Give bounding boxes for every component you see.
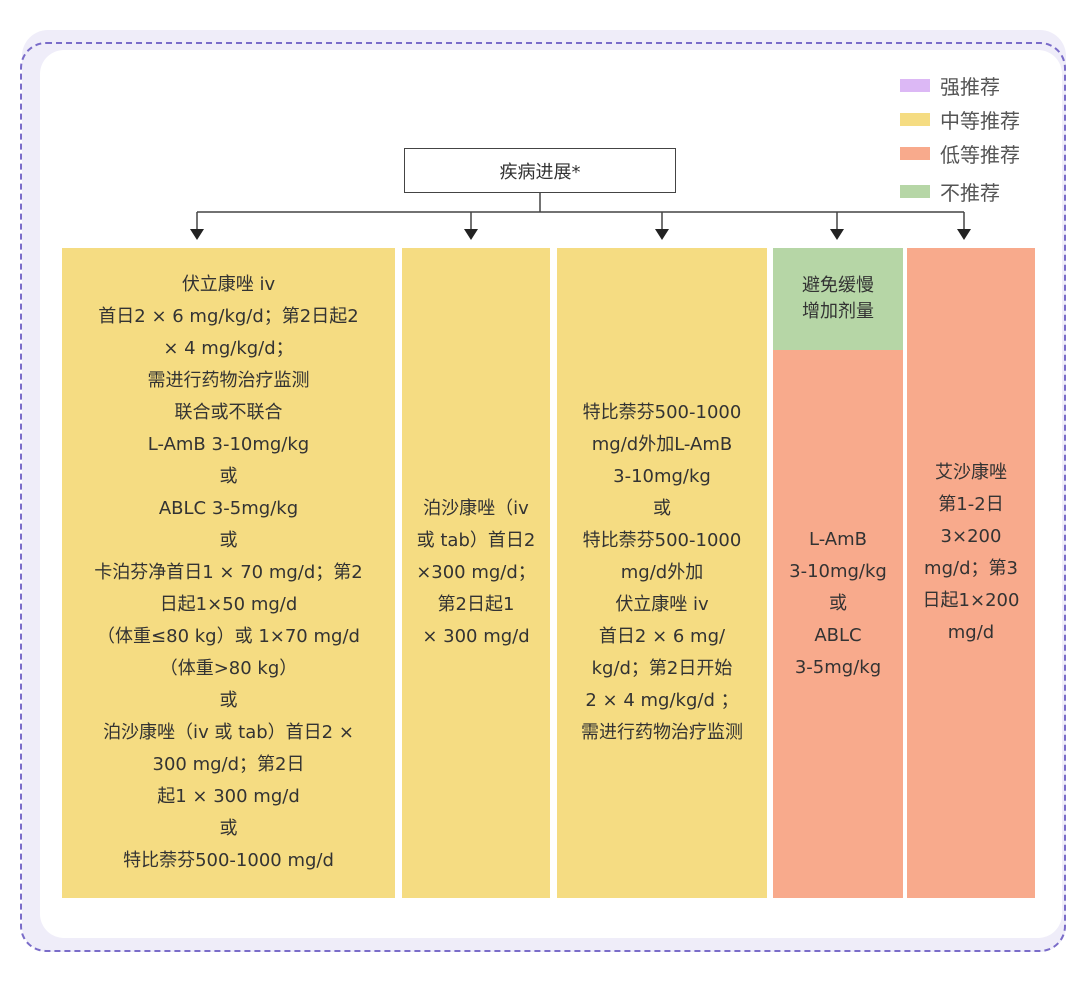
treatment-line: 卡泊芬净首日1 × 70 mg/d；第2: [94, 562, 363, 583]
treatment-line: （体重≤80 kg）或 1×70 mg/d: [97, 626, 360, 647]
treatment-line: 增加剂量: [802, 301, 874, 322]
treatment-line: 首日2 × 6 mg/: [598, 626, 726, 647]
column-4-note: 避免缓慢增加剂量: [773, 248, 903, 350]
legend-item: 不推荐: [900, 174, 1020, 208]
treatment-line: 或: [219, 466, 238, 487]
legend: 强推荐中等推荐低等推荐不推荐: [900, 68, 1020, 208]
treatment-line: 伏立康唑 iv: [615, 594, 709, 615]
arrow-head-icon: [830, 229, 844, 240]
treatment-line: mg/d: [947, 622, 995, 643]
legend-swatch: [900, 112, 930, 126]
treatment-line: 日起1×200: [922, 590, 1020, 611]
legend-swatch: [900, 184, 930, 198]
treatment-line: 2 × 4 mg/kg/d ；: [585, 690, 739, 711]
treatment-line: 第2日起1: [437, 594, 515, 615]
treatment-line: 泊沙康唑（iv 或 tab）首日2 ×: [103, 722, 354, 743]
treatment-line: 或: [219, 690, 238, 711]
dashed-border: [20, 42, 1066, 952]
treatment-line: mg/d外加L-AmB: [591, 434, 733, 455]
treatment-line: 或: [219, 818, 238, 839]
treatment-line: 泊沙康唑（iv: [423, 498, 529, 519]
treatment-line: 避免缓慢: [802, 275, 874, 296]
column-5: 艾沙康唑第1-2日 3×200 mg/d；第3 日起1×200 mg/d: [907, 248, 1035, 898]
treatment-line: 300 mg/d；第2日: [152, 754, 305, 775]
treatment-line: mg/d；第3: [924, 558, 1018, 579]
treatment-line: 伏立康唑 iv: [181, 274, 276, 295]
treatment-line: 或: [219, 530, 238, 551]
legend-swatch: [900, 78, 930, 92]
treatment-line: 需进行药物治疗监测: [147, 370, 310, 391]
treatment-line: 日起1×50 mg/d: [159, 594, 298, 615]
treatment-line: 或 tab）首日2: [416, 530, 536, 551]
treatment-line: 3-10mg/kg: [789, 561, 887, 582]
treatment-line: kg/d；第2日开始: [591, 658, 733, 679]
treatment-line: ABLC: [814, 625, 862, 646]
treatment-line: 第1-2日: [938, 494, 1004, 515]
root-node: 疾病进展*: [404, 148, 676, 193]
column-1: 伏立康唑 iv 首日2 × 6 mg/kg/d；第2日起2 × 4 mg/kg/d；…: [62, 248, 395, 898]
treatment-line: ABLC 3-5mg/kg: [158, 498, 299, 519]
arrow-head-icon: [957, 229, 971, 240]
treatment-line: 首日2 × 6 mg/kg/d；第2日起2: [98, 306, 359, 327]
column-2: 泊沙康唑（iv 或 tab）首日2 ×300 mg/d； 第2日起1 × 300 mg/…: [402, 248, 550, 898]
treatment-line: 起1 × 300 mg/d: [157, 786, 300, 807]
legend-item: 中等推荐: [900, 102, 1020, 136]
arrow-head-icon: [464, 229, 478, 240]
treatment-line: × 4 mg/kg/d；: [163, 338, 294, 359]
treatment-line: ×300 mg/d；: [416, 562, 536, 583]
arrow-head-icon: [190, 229, 204, 240]
treatment-line: 3×200: [940, 526, 1002, 547]
legend-label: 中等推荐: [940, 108, 1020, 133]
legend-label: 强推荐: [940, 74, 1000, 99]
treatment-line: 或: [829, 593, 847, 614]
treatment-line: mg/d外加: [620, 562, 704, 583]
legend-item: 强推荐: [900, 68, 1020, 102]
treatment-line: 联合或不联合: [174, 402, 283, 423]
legend-swatch: [900, 146, 930, 160]
treatment-line: 特比萘芬500-1000: [582, 530, 742, 551]
treatment-line: L-AmB 3-10mg/kg: [147, 434, 310, 455]
treatment-line: × 300 mg/d: [422, 626, 530, 647]
treatment-line: 3-10mg/kg: [613, 466, 711, 487]
treatment-line: 特比萘芬500-1000 mg/d: [123, 850, 334, 871]
treatment-line: 需进行药物治疗监测: [581, 722, 743, 743]
treatment-line: （体重>80 kg）: [159, 658, 298, 679]
legend-item: 低等推荐: [900, 136, 1020, 170]
root-label: 疾病进展*: [499, 161, 581, 183]
treatment-line: 特比萘芬500-1000: [582, 402, 742, 423]
legend-label: 低等推荐: [940, 142, 1020, 167]
column-4: L-AmB 3-10mg/kg 或 ABLC 3-5mg/kg: [773, 350, 903, 898]
treatment-line: 或: [653, 498, 671, 519]
treatment-line: 3-5mg/kg: [794, 657, 882, 678]
treatment-line: L-AmB: [808, 529, 867, 550]
treatment-line: 艾沙康唑: [935, 462, 1007, 483]
legend-label: 不推荐: [940, 180, 1000, 205]
arrow-head-icon: [655, 229, 669, 240]
